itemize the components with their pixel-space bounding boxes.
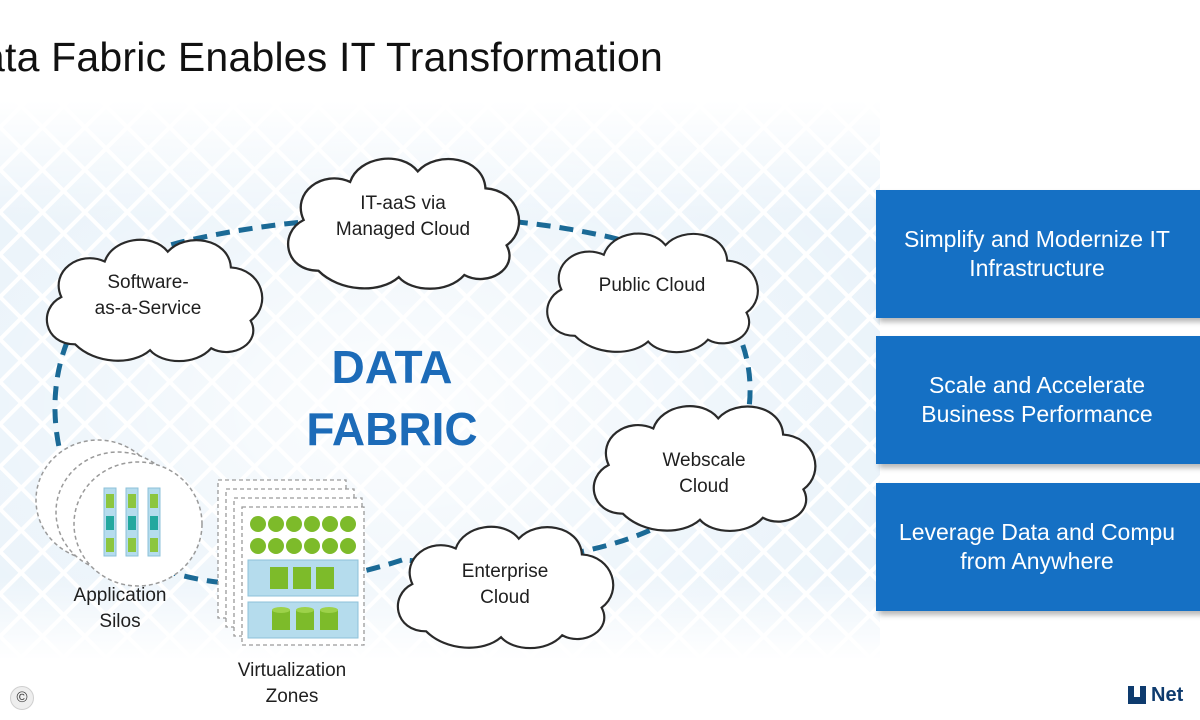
benefit-scale-line1: Scale and Accelerate: [928, 372, 1146, 398]
zone-vm-dot: [322, 538, 338, 554]
zone-vm-dot: [304, 516, 320, 532]
zone-vm-dot: [268, 538, 284, 554]
logo-text: Net: [1151, 684, 1184, 706]
zone-storage-cylinder: [272, 610, 290, 630]
zone-vm-dot: [286, 538, 302, 554]
cloud-saas-line1: Software-: [107, 272, 189, 293]
benefit-box-scale: Scale and Accelerate Business Performanc…: [876, 336, 1200, 464]
zone-vm-dot: [268, 516, 284, 532]
data-fabric-label: DATA FABRIC: [282, 336, 502, 460]
benefit-leverage-line1: Leverage Data and Compu: [898, 519, 1176, 545]
zone-storage-cap: [296, 607, 314, 613]
benefit-box-leverage: Leverage Data and Compu from Anywhere: [876, 483, 1200, 611]
zone-storage-cylinder: [320, 610, 338, 630]
zone-vm-dot: [250, 516, 266, 532]
silo-block: [106, 516, 114, 530]
silo-block: [106, 538, 114, 552]
cloud-itaas-label: IT-aaS via Managed Cloud: [318, 191, 488, 243]
application-silos-icon: [35, 439, 203, 587]
benefit-box-simplify: Simplify and Modernize IT Infrastructure: [876, 190, 1200, 318]
virtualization-zones-line1: Virtualization: [237, 660, 347, 681]
logo-mark-icon: [1128, 686, 1146, 704]
silo-block: [150, 516, 158, 530]
virtualization-zones-icon: [217, 479, 365, 646]
cloud-webscale-line2: Cloud: [679, 476, 729, 497]
silo-block: [150, 494, 158, 508]
silo-block: [128, 516, 136, 530]
cloud-public-label: Public Cloud: [572, 273, 732, 299]
silo-block: [128, 538, 136, 552]
benefit-leverage-line2: from Anywhere: [960, 548, 1114, 574]
benefit-simplify-line2: Infrastructure: [969, 255, 1105, 281]
zone-storage-cap: [320, 607, 338, 613]
benefit-scale-line2: Business Performance: [921, 401, 1153, 427]
zone-vm-dot: [340, 516, 356, 532]
benefit-simplify-line1: Simplify and Modernize IT: [904, 226, 1170, 252]
data-fabric-line2: FABRIC: [306, 403, 478, 455]
cloud-saas-label: Software- as-a-Service: [68, 270, 228, 322]
cloud-itaas-line1: IT-aaS via: [360, 193, 446, 214]
virtualization-zones-line2: Zones: [265, 686, 319, 707]
zone-vm-dot: [322, 516, 338, 532]
data-fabric-line1: DATA: [331, 341, 453, 393]
cloud-enterprise-label: Enterprise Cloud: [425, 559, 585, 611]
cloud-enterprise-line2: Cloud: [480, 587, 530, 608]
copyright-icon: ©: [10, 686, 34, 710]
application-silos-line2: Silos: [99, 611, 141, 632]
application-silos-label: Application Silos: [40, 583, 200, 635]
page-title: ata Fabric Enables IT Transformation: [0, 34, 663, 80]
silo-block: [128, 494, 136, 508]
cloud-saas-line2: as-a-Service: [94, 298, 202, 319]
zone-vm-dot: [304, 538, 320, 554]
zone-vm-dot: [250, 538, 266, 554]
silo-block: [150, 538, 158, 552]
netapp-logo: Net: [1128, 684, 1183, 707]
application-silos-line1: Application: [73, 585, 167, 606]
virtualization-zones-label: Virtualization Zones: [212, 658, 372, 710]
zone-storage-cap: [272, 607, 290, 613]
zone-vm-dot: [286, 516, 302, 532]
cloud-webscale-label: Webscale Cloud: [624, 448, 784, 500]
zone-vm-dot: [340, 538, 356, 554]
cloud-public-line1: Public Cloud: [598, 275, 706, 296]
cloud-itaas-line2: Managed Cloud: [335, 219, 471, 240]
silo-block: [106, 494, 114, 508]
cloud-webscale-line1: Webscale: [662, 450, 746, 471]
zone-storage-cylinder: [296, 610, 314, 630]
cloud-enterprise-line1: Enterprise: [461, 561, 549, 582]
